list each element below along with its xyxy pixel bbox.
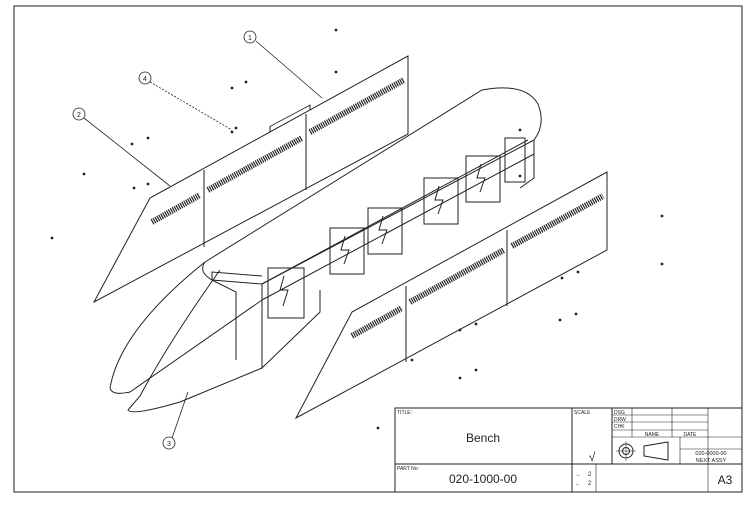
sheet-row-1-value: 2: [588, 472, 592, 478]
sheet-row-2-arrow: ←: [575, 481, 581, 487]
left-side-panel: [92, 55, 409, 304]
balloon-1: 1: [243, 30, 257, 44]
date-column-header: DATE: [684, 432, 698, 438]
balloon-2: 2: [72, 107, 86, 121]
right-panel-vents: [350, 193, 605, 339]
part-no-label: PART No:: [397, 466, 419, 472]
balloon-2-number: 2: [77, 112, 81, 119]
approval-dsg: DSG: [614, 410, 625, 416]
balloon-3: 3: [162, 436, 176, 450]
balloon-1-number: 1: [248, 35, 252, 42]
balloon-3-number: 3: [167, 441, 171, 448]
surface-finish-symbol: √: [589, 450, 596, 464]
balloon-4-number: 4: [143, 76, 147, 83]
sheet-border: [13, 5, 743, 493]
drawing-title: Bench: [466, 431, 500, 445]
approval-chk: CHK: [614, 424, 625, 430]
balloon-4: 4: [138, 71, 152, 85]
fasteners: [50, 28, 664, 430]
next-assy-label: NEXT ASSY: [696, 458, 727, 464]
scale-label: SCALE: [574, 410, 591, 416]
name-column-header: NAME: [645, 432, 660, 438]
sheet-row-1-arrow: →: [575, 472, 581, 478]
balloon-callouts: [83, 40, 323, 439]
sheet-size: A3: [718, 473, 733, 487]
part-number: 020-1000-00: [449, 472, 517, 486]
electrical-panels: [267, 137, 526, 319]
next-assy-number: 020-0000-00: [695, 451, 726, 457]
title-label: TITLE:: [397, 410, 412, 416]
title-block: [394, 407, 743, 493]
right-side-panel: [294, 171, 608, 420]
approval-drw: DRW: [614, 417, 626, 423]
sheet-row-2-value: 2: [588, 481, 592, 487]
left-panel-vents: [150, 77, 406, 225]
